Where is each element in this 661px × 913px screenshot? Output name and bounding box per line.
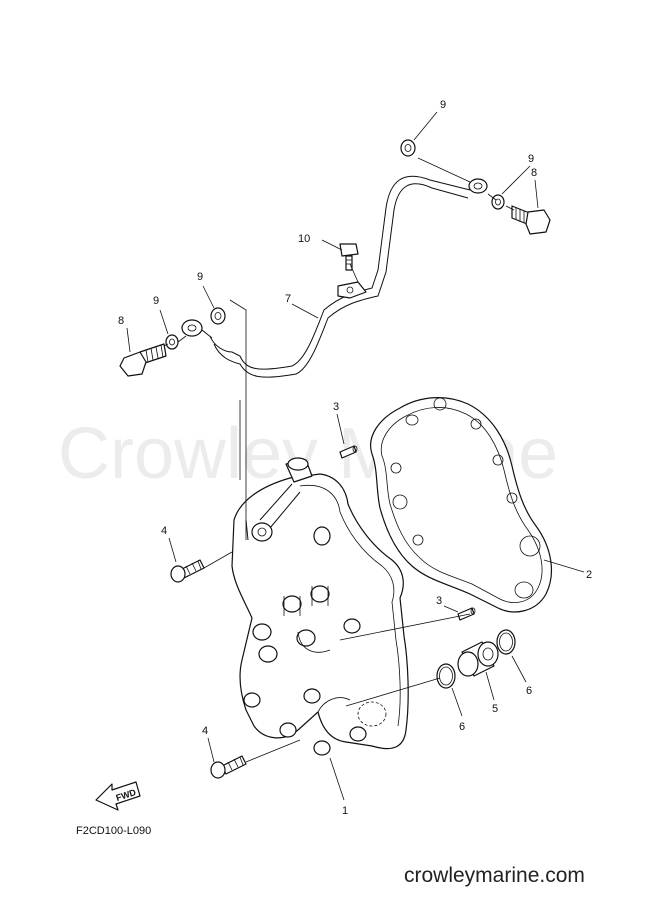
part-9-washer-right[interactable] (491, 194, 505, 210)
part-1-pump-body[interactable] (231, 457, 409, 756)
callout-9-top: 9 (440, 99, 446, 111)
assembly-lines (163, 157, 515, 763)
part-9-washer-left-outer[interactable] (165, 334, 179, 350)
fwd-arrow-icon: FWD (95, 781, 141, 811)
part-6-o-ring-right[interactable] (496, 629, 516, 655)
part-9-washer-left-inner[interactable] (210, 307, 226, 325)
callouts: 9 9 8 10 9 9 7 8 3 4 2 3 6 5 6 4 1 (118, 99, 592, 817)
part-9-washer-top[interactable] (400, 139, 416, 157)
diagram-code: F2CD100-L090 (76, 825, 151, 837)
callout-8-right: 8 (531, 167, 537, 179)
part-4-bolt-upper[interactable] (170, 559, 205, 583)
callout-9-left-outer: 9 (153, 295, 159, 307)
part-3-dowel-pin-upper[interactable] (339, 445, 358, 459)
callout-7: 7 (285, 293, 291, 305)
callout-5: 5 (492, 703, 498, 715)
callout-2: 2 (586, 569, 592, 581)
callout-10: 10 (298, 233, 310, 245)
callout-1: 1 (342, 805, 348, 817)
callout-6-left: 6 (459, 721, 465, 733)
callout-3-lower: 3 (436, 595, 442, 607)
callout-8-left: 8 (118, 315, 124, 327)
part-10-bolt[interactable] (339, 243, 359, 271)
callout-4-upper: 4 (161, 525, 167, 537)
part-6-o-ring-left[interactable] (436, 663, 456, 689)
part-2-gasket[interactable] (370, 397, 553, 613)
callout-9-left-inner: 9 (197, 271, 203, 283)
website-url[interactable]: crowleymarine.com (404, 864, 585, 887)
part-3-dowel-pin-lower[interactable] (457, 607, 476, 621)
part-7-oil-pipe[interactable] (181, 175, 488, 378)
part-8-union-bolt-left[interactable] (119, 343, 167, 377)
callout-9-right: 9 (528, 153, 534, 165)
callout-6-right: 6 (526, 685, 532, 697)
leader-lines (126, 111, 585, 801)
pump-bolt-heads (243, 585, 367, 756)
part-8-union-bolt-right[interactable] (511, 205, 551, 235)
part-4-bolt-lower[interactable] (210, 755, 247, 779)
callout-4-lower: 4 (202, 725, 208, 737)
part-5-collar[interactable] (457, 641, 499, 677)
callout-3-upper: 3 (333, 401, 339, 413)
